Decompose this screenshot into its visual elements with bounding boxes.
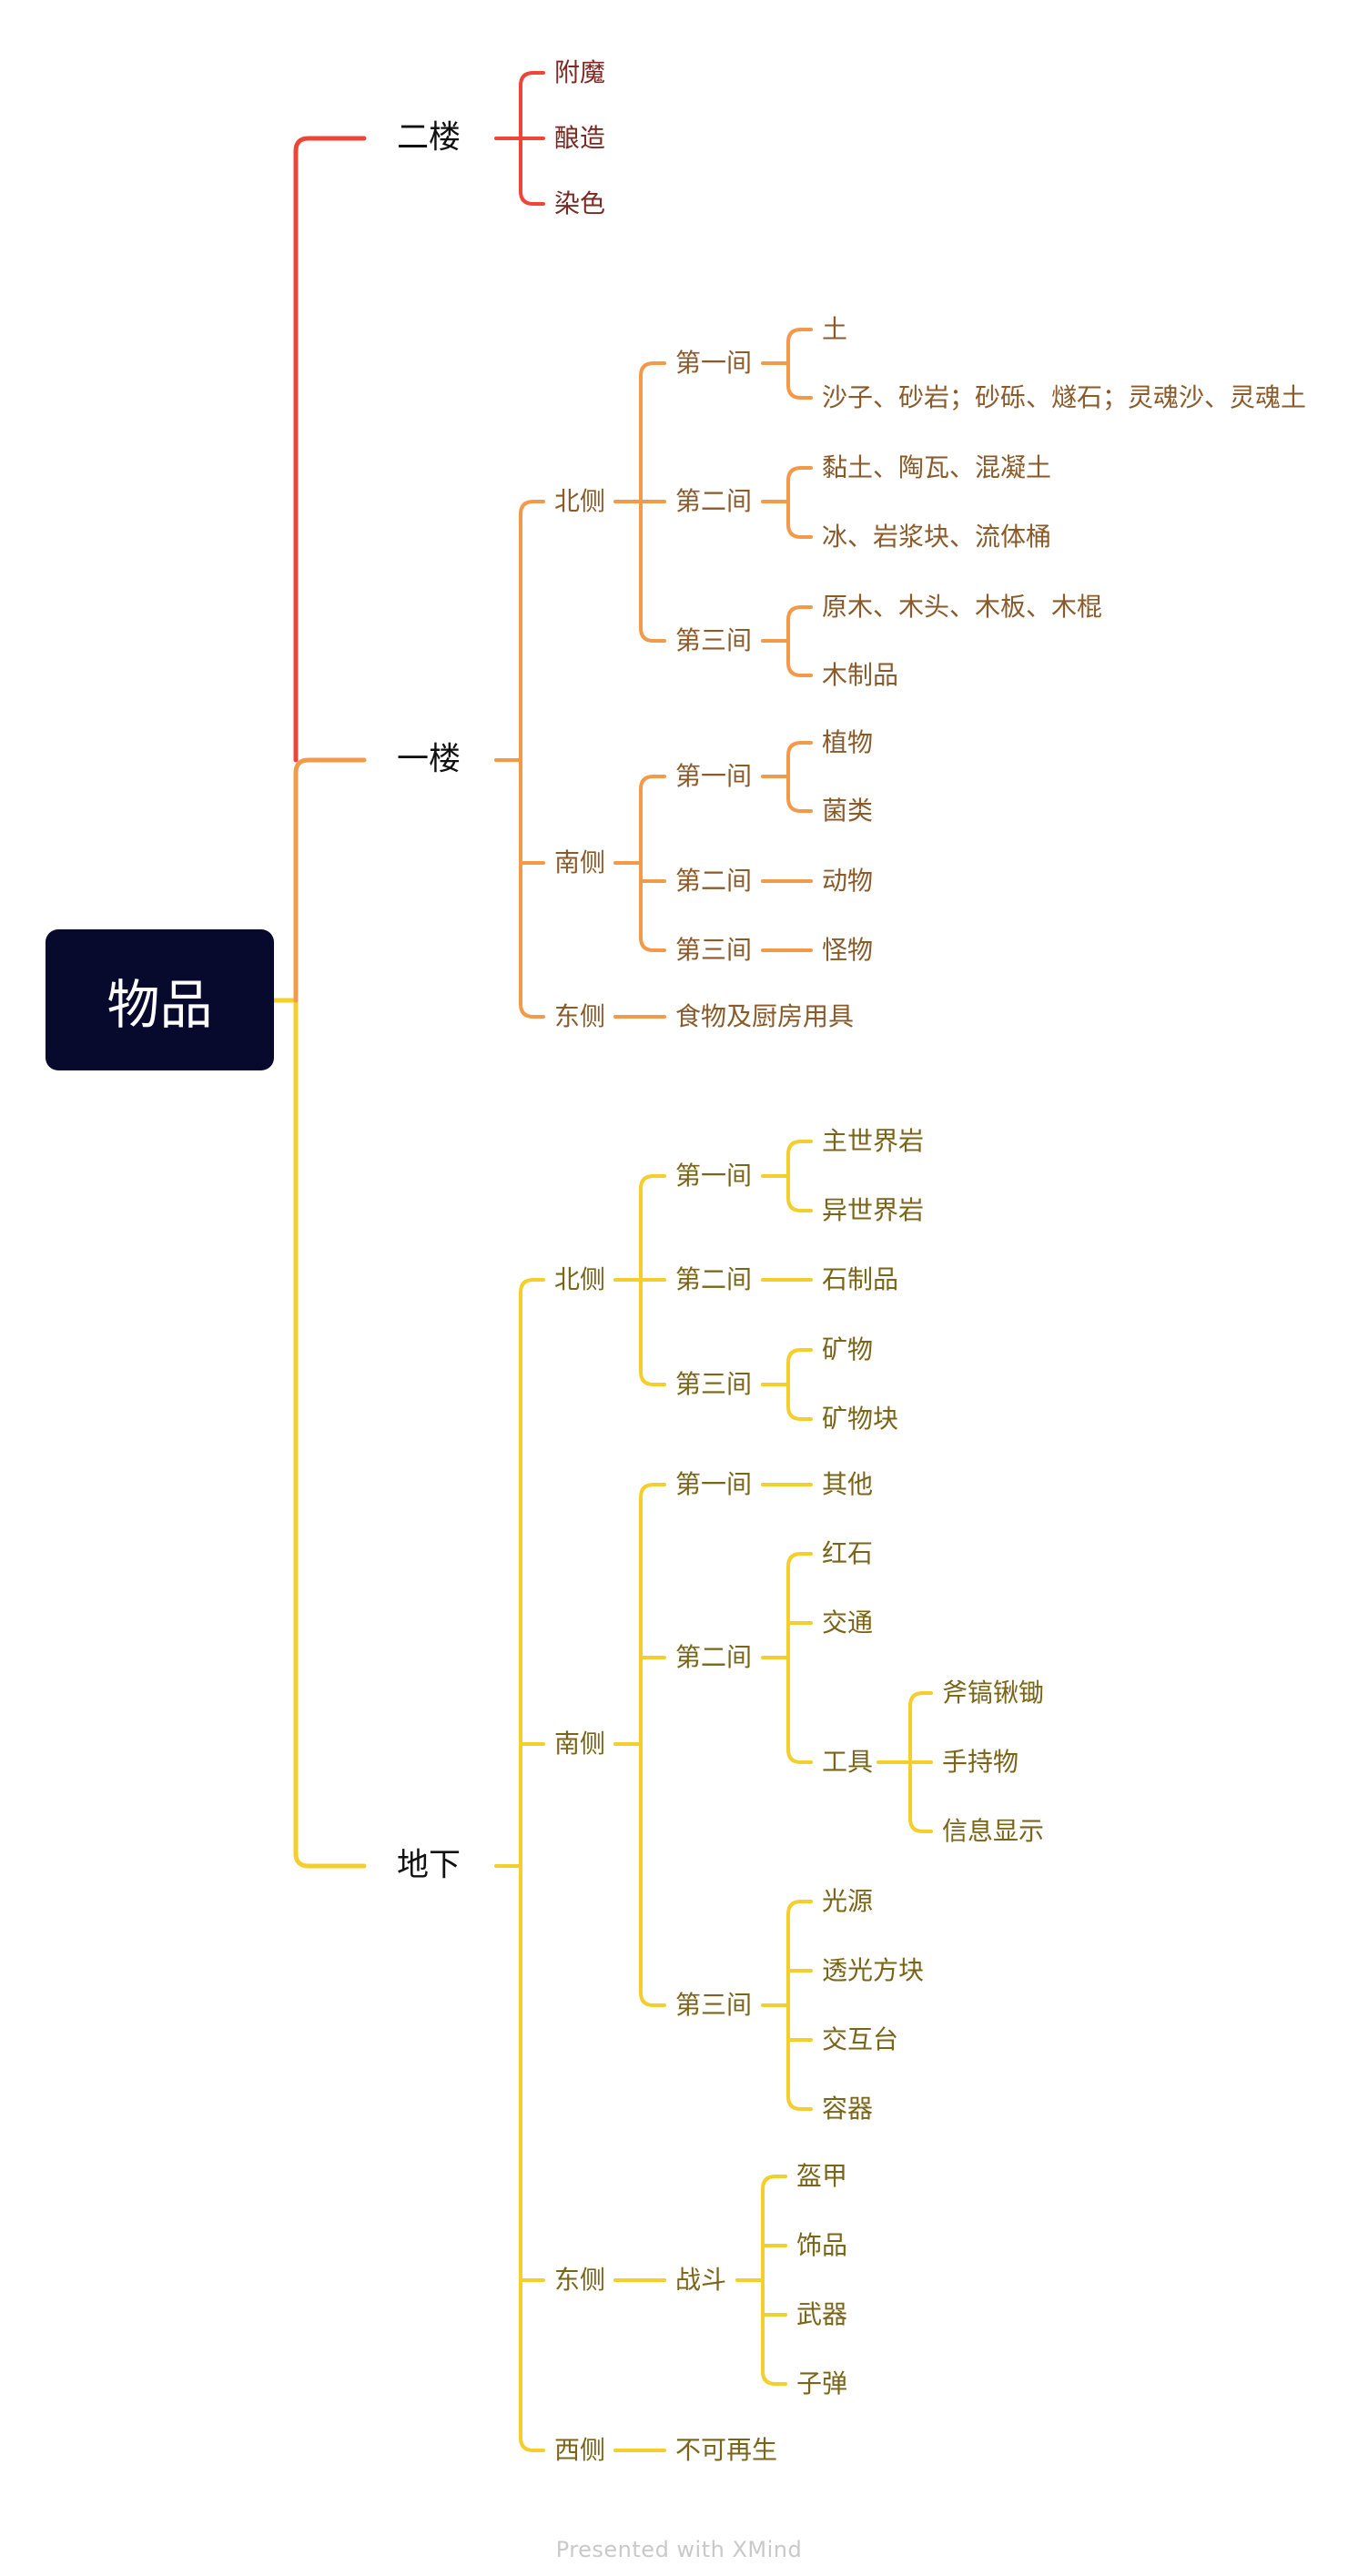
topic-room[interactable]: 第三间: [675, 1990, 753, 2020]
topic-floor1-north[interactable]: 北侧: [554, 486, 606, 516]
topic-combat[interactable]: 战斗: [675, 2265, 727, 2295]
topic-basement-north[interactable]: 北侧: [554, 1264, 606, 1294]
b-south-branch: [639, 1991, 666, 2007]
f1n-r2-branch: [786, 522, 813, 539]
topic-tools[interactable]: 工具: [822, 1747, 874, 1777]
root-node[interactable]: 物品: [46, 929, 274, 1070]
topic-basement[interactable]: 地下: [397, 1847, 461, 1884]
topic-room[interactable]: 第一间: [675, 1469, 753, 1499]
topic-room[interactable]: 第一间: [675, 1161, 753, 1191]
f1-south-branch: [639, 775, 666, 791]
topic-leaf[interactable]: 沙子、砂岩；砂砾、燧石；灵魂沙、灵魂土: [822, 382, 1307, 412]
topic-leaf[interactable]: 冰、岩浆块、流体桶: [822, 522, 1052, 552]
be-combat-branch: [761, 2175, 787, 2191]
trunk-floor1: [293, 757, 367, 1003]
topic-leaf[interactable]: 其他: [822, 1469, 874, 1499]
b-north-branch: [639, 1174, 666, 1191]
trunk-floor2: [293, 136, 367, 763]
topic-leaf[interactable]: 容器: [822, 2094, 874, 2124]
topic-floor1[interactable]: 一楼: [397, 741, 461, 778]
topic-leaf[interactable]: 矿物块: [822, 1404, 899, 1434]
topic-leaf[interactable]: 武器: [796, 2299, 848, 2329]
floor2-branch: [519, 189, 545, 206]
topic-room[interactable]: 第二间: [675, 866, 753, 896]
f1n-r3-branch: [786, 661, 813, 677]
topic-leaf[interactable]: 饰品: [796, 2230, 848, 2260]
floor1-branch: [519, 500, 545, 516]
bn-r1-branch: [786, 1196, 813, 1212]
topic-leaf[interactable]: 怪物: [822, 935, 874, 965]
topic-leaf[interactable]: 食物及厨房用具: [675, 1001, 855, 1031]
be-combat-branch: [761, 2369, 787, 2386]
topic-room[interactable]: 第一间: [675, 761, 753, 791]
bs-tools-branch: [908, 1691, 933, 1708]
bn-r3-branch: [786, 1405, 813, 1421]
bs-r3-branch: [786, 2094, 813, 2111]
bs-r3-branch: [786, 1900, 813, 1916]
topic-floor2-item[interactable]: 附魔: [554, 57, 606, 87]
topic-leaf[interactable]: 黏土、陶瓦、混凝土: [822, 452, 1052, 482]
topic-room[interactable]: 第三间: [675, 1369, 753, 1399]
topic-leaf[interactable]: 土: [822, 314, 848, 344]
footer-credit: Presented with XMind: [555, 2537, 803, 2562]
f1s-r1-branch: [786, 796, 813, 813]
topic-leaf[interactable]: 斧镐锹锄: [942, 1678, 1045, 1708]
topic-leaf[interactable]: 菌类: [822, 796, 874, 826]
topic-basement-west[interactable]: 西侧: [554, 2435, 606, 2465]
topic-leaf[interactable]: 交通: [822, 1607, 874, 1638]
topic-floor2[interactable]: 二楼: [397, 119, 461, 157]
f1-south-branch: [639, 936, 666, 952]
f1n-r1-branch: [786, 383, 813, 400]
topic-leaf[interactable]: 原木、木头、木板、木棍: [822, 592, 1103, 622]
topic-room[interactable]: 第三间: [675, 625, 753, 655]
trunk-basement: [293, 998, 367, 1869]
floor1-branch: [519, 1002, 545, 1019]
b-north-branch: [639, 1370, 666, 1386]
bs-r2-branch: [786, 1748, 813, 1764]
bn-r3-branch: [786, 1348, 813, 1364]
topic-leaf[interactable]: 动物: [822, 866, 874, 896]
topic-leaf[interactable]: 主世界岩: [822, 1126, 925, 1156]
basement-branch: [519, 2436, 545, 2452]
topic-leaf[interactable]: 矿物: [822, 1334, 874, 1364]
topic-room[interactable]: 第三间: [675, 935, 753, 965]
topic-room[interactable]: 第二间: [675, 1642, 753, 1672]
basement-branch: [519, 1278, 545, 1294]
topic-leaf[interactable]: 交互台: [822, 2024, 899, 2054]
f1n-r3-branch: [786, 605, 813, 622]
topic-leaf[interactable]: 光源: [822, 1886, 874, 1916]
topic-leaf[interactable]: 手持物: [942, 1747, 1019, 1777]
topic-leaf[interactable]: 信息显示: [942, 1816, 1045, 1846]
topic-leaf[interactable]: 石制品: [822, 1264, 899, 1294]
b-south-branch: [639, 1483, 666, 1499]
bn-r1-branch: [786, 1140, 813, 1156]
f1n-r1-branch: [786, 328, 813, 344]
f1-north-branch: [639, 626, 666, 643]
f1n-r2-branch: [786, 466, 813, 482]
topic-leaf[interactable]: 红石: [822, 1538, 874, 1568]
topic-floor2-item[interactable]: 酿造: [554, 123, 606, 153]
floor2-branch: [519, 71, 545, 87]
bs-tools-branch: [908, 1817, 933, 1833]
topic-leaf[interactable]: 木制品: [822, 660, 899, 690]
f1s-r1-branch: [786, 741, 813, 757]
topic-basement-south[interactable]: 南侧: [554, 1729, 606, 1759]
topic-room[interactable]: 第二间: [675, 486, 753, 516]
topic-floor1-east[interactable]: 东侧: [554, 1001, 606, 1031]
topic-floor1-south[interactable]: 南侧: [554, 847, 606, 877]
topic-leaf[interactable]: 异世界岩: [822, 1195, 925, 1225]
topic-leaf[interactable]: 透光方块: [822, 1955, 925, 1985]
topic-floor2-item[interactable]: 染色: [554, 188, 606, 218]
topic-room[interactable]: 第二间: [675, 1264, 753, 1294]
topic-leaf[interactable]: 子弹: [796, 2368, 848, 2399]
topic-leaf[interactable]: 植物: [822, 727, 874, 757]
topic-basement-east[interactable]: 东侧: [554, 2265, 606, 2295]
topic-leaf[interactable]: 不可再生: [675, 2435, 778, 2465]
f1-north-branch: [639, 361, 666, 378]
bs-r2-branch: [786, 1552, 813, 1568]
topic-leaf[interactable]: 盔甲: [796, 2161, 848, 2191]
topic-room[interactable]: 第一间: [675, 348, 753, 378]
